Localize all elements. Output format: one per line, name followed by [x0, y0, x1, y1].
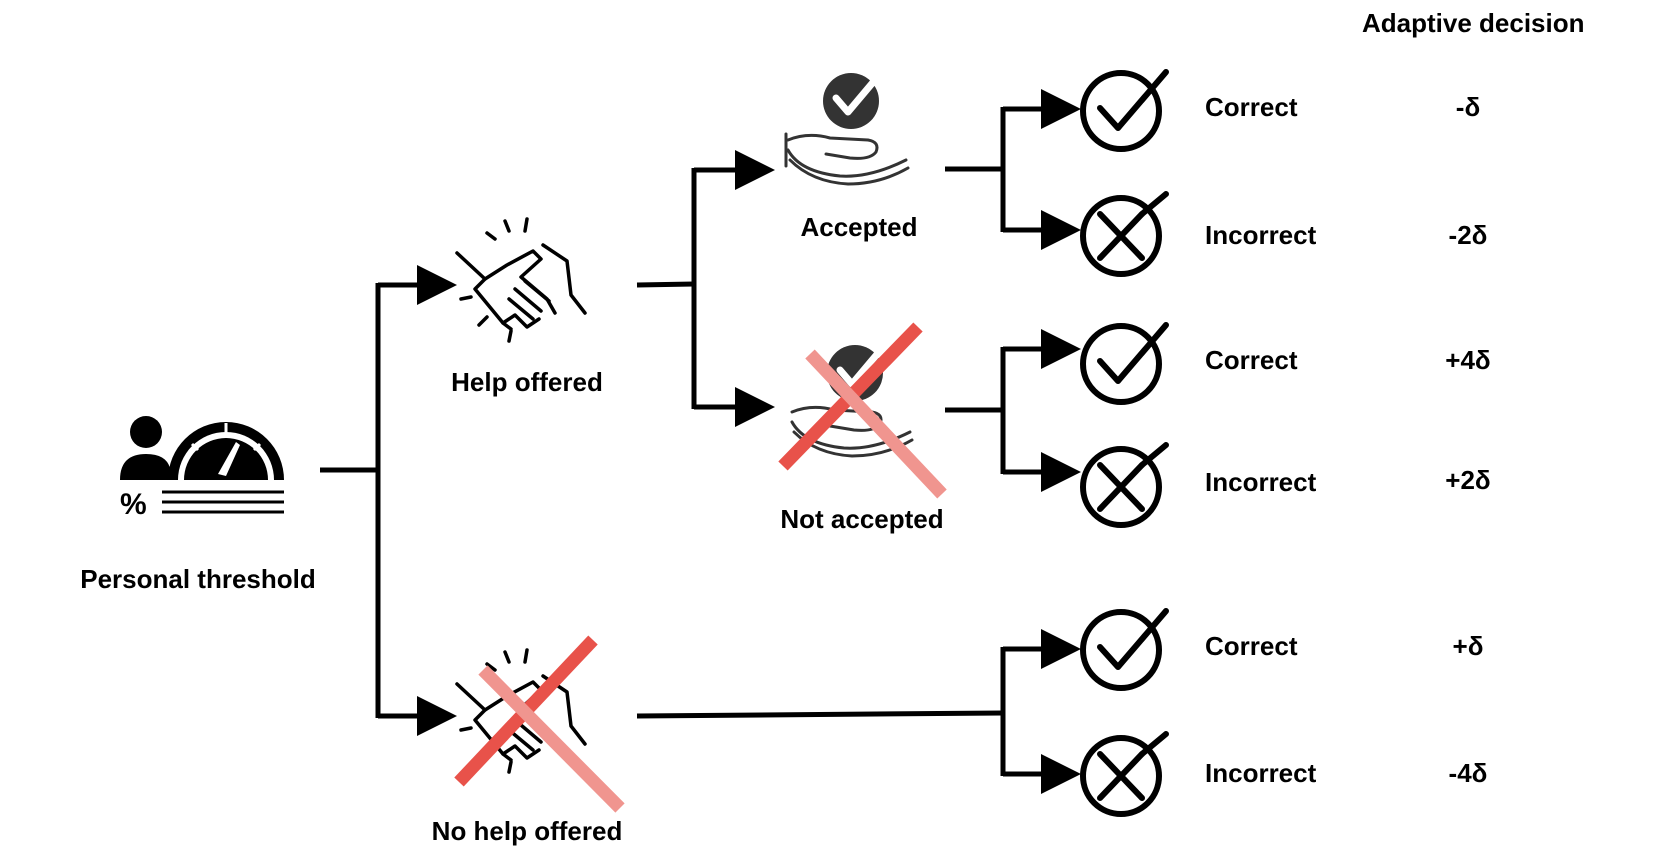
- node-label-not-accepted: Not accepted: [780, 504, 944, 534]
- svg-text:%: %: [120, 488, 147, 521]
- cross-circle-icon: [1080, 731, 1169, 817]
- delta-value: +2δ: [1445, 465, 1491, 495]
- adaptive-decision-header: Adaptive decision: [1362, 8, 1585, 38]
- node-label-personal-threshold: Personal threshold: [80, 564, 316, 594]
- outcome-label: Correct: [1205, 631, 1298, 661]
- hand-check-icon: [784, 70, 910, 186]
- delta-value: +δ: [1452, 631, 1484, 661]
- person-gauge-icon: %: [120, 416, 284, 521]
- connector-lines: [320, 89, 1081, 794]
- delta-value: +4δ: [1445, 345, 1491, 375]
- check-circle-icon: [1080, 608, 1169, 691]
- outcome-label: Incorrect: [1205, 220, 1317, 250]
- delta-value: -δ: [1455, 92, 1481, 122]
- red-cross-stroke: [478, 665, 625, 813]
- red-cross-stroke: [805, 349, 947, 499]
- delta-value: -2δ: [1448, 220, 1488, 250]
- outcome-label: Incorrect: [1205, 467, 1317, 497]
- outcome-label: Correct: [1205, 92, 1298, 122]
- cross-circle-icon: [1080, 442, 1169, 528]
- hand-check-crossed-icon: [778, 322, 947, 499]
- check-circle-icon: [1080, 322, 1169, 405]
- handshake-crossed-icon: [454, 635, 625, 813]
- node-label-accepted: Accepted: [800, 212, 918, 242]
- node-label-no-help-offered: No help offered: [431, 816, 623, 846]
- node-label-help-offered: Help offered: [451, 367, 603, 397]
- outcome-label: Incorrect: [1205, 758, 1317, 788]
- outcome-label: Correct: [1205, 345, 1298, 375]
- cross-circle-icon: [1080, 191, 1169, 277]
- check-circle-icon: [1080, 69, 1169, 152]
- delta-value: -4δ: [1448, 758, 1488, 788]
- handshake-icon: [455, 217, 587, 343]
